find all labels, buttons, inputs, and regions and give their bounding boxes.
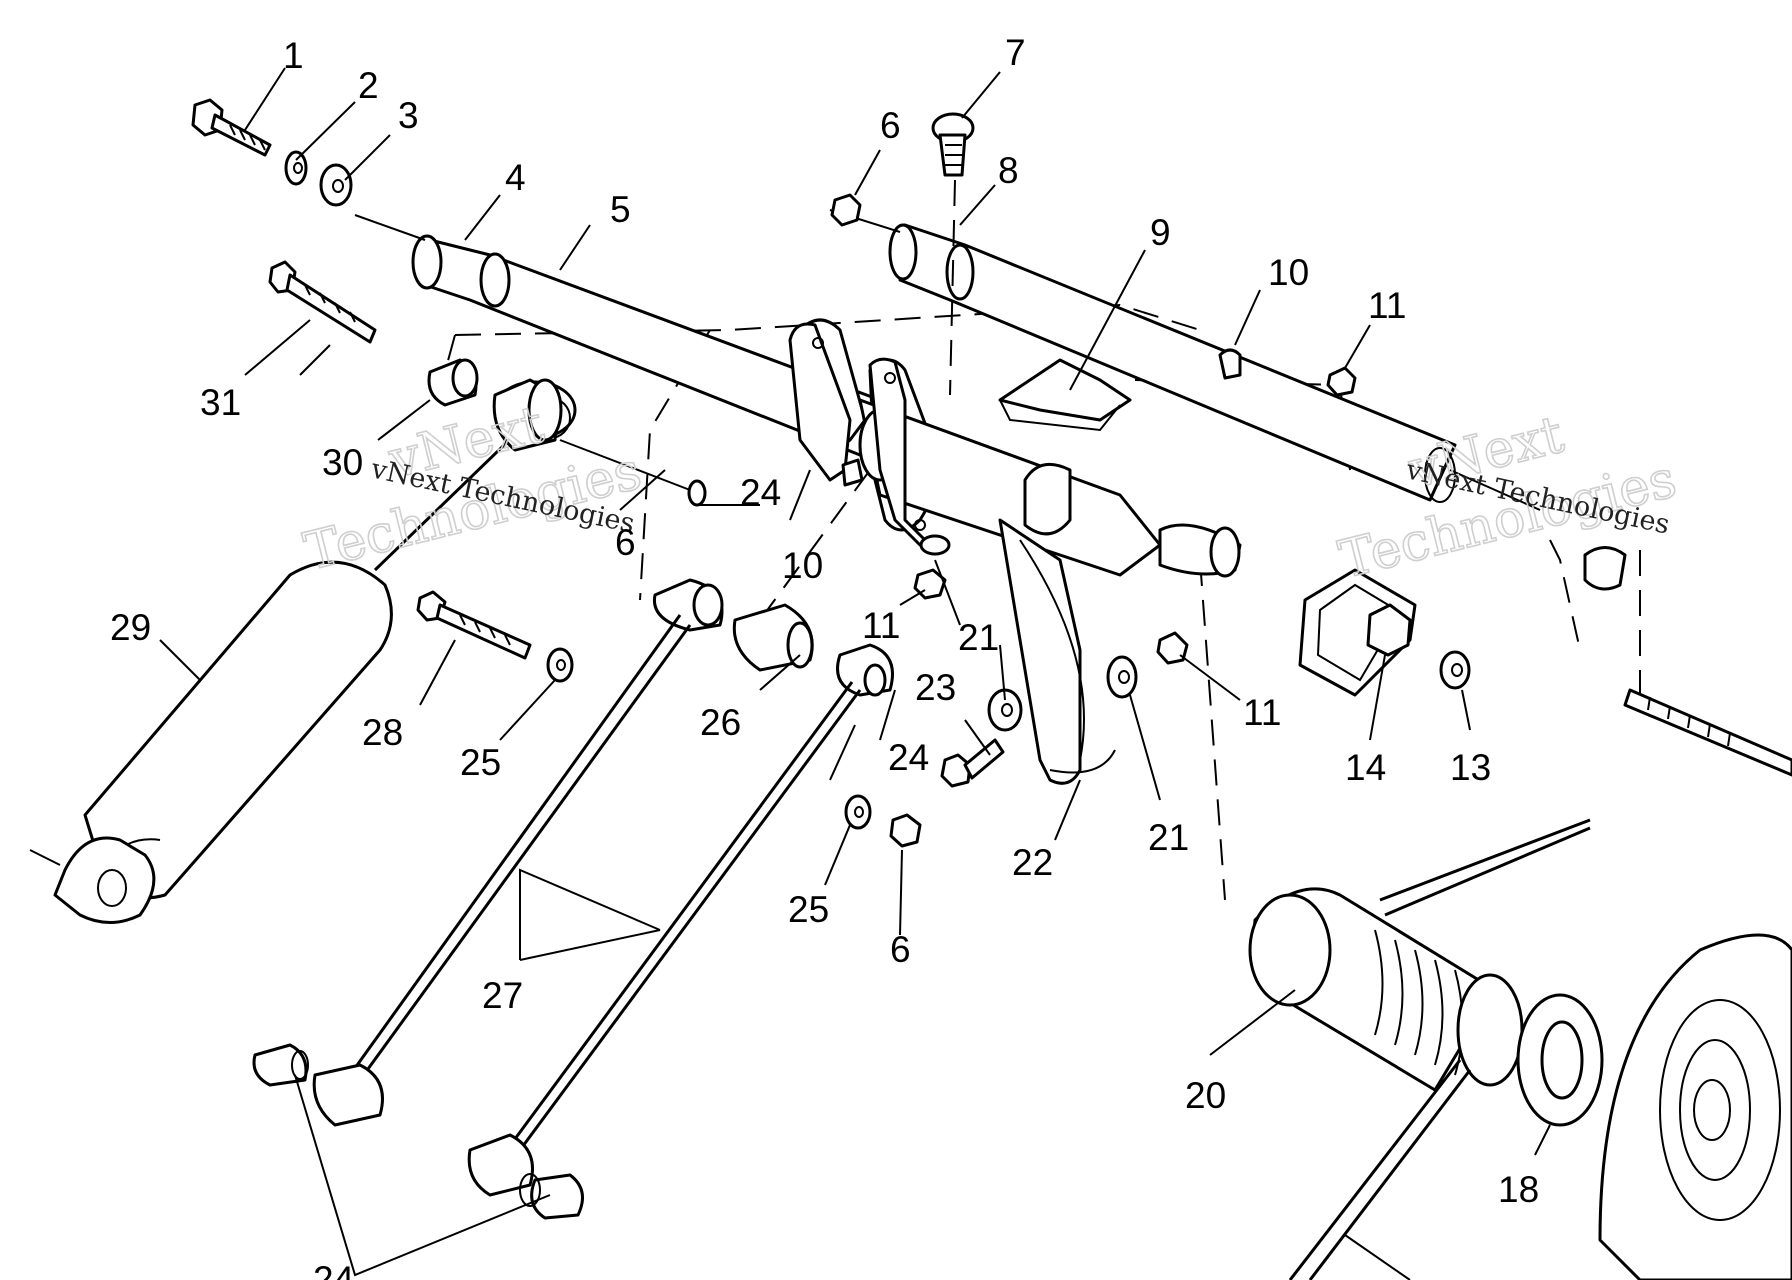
callout-21-bottom: 21 [1148, 817, 1189, 858]
callout-25-bottom: 25 [788, 889, 829, 930]
bolt-31 [268, 260, 707, 507]
bolt-1 [191, 98, 353, 207]
callout-11-front: 11 [862, 605, 900, 646]
callout-11-rear: 11 [1368, 285, 1406, 326]
callout-2: 2 [358, 65, 379, 106]
callout-29: 29 [110, 607, 151, 648]
callout-1: 1 [283, 35, 304, 76]
callout-21-top: 21 [958, 617, 999, 658]
callout-24-mid: 24 [888, 737, 929, 778]
callout-5: 5 [610, 189, 631, 230]
bolt-28 [416, 590, 574, 683]
callout-3: 3 [398, 95, 419, 136]
leader-lines [159, 67, 1551, 1280]
hardware [830, 112, 1792, 848]
callout-11-right: 11 [1243, 692, 1281, 733]
callout-28: 28 [362, 712, 403, 753]
callout-23: 23 [915, 667, 956, 708]
callout-20: 20 [1185, 1075, 1226, 1116]
callout-31: 31 [200, 382, 241, 423]
callout-8: 8 [998, 150, 1019, 191]
rear-shaft [829, 209, 1541, 511]
callout-18: 18 [1498, 1169, 1539, 1210]
callout-6-mid: 6 [615, 522, 636, 563]
callout-25-left: 25 [460, 742, 501, 783]
callout-10-rear: 10 [1268, 252, 1309, 293]
callout-10-front: 10 [782, 545, 823, 586]
callout-9: 9 [1150, 212, 1171, 253]
callout-4: 4 [505, 157, 526, 198]
callout-7: 7 [1005, 32, 1026, 73]
callout-numbers: 1 2 3 4 5 6 7 8 9 10 11 31 30 6 24 10 11… [110, 32, 1539, 1280]
spring-wheel-assembly [1248, 818, 1792, 1280]
callout-6-top: 6 [880, 105, 901, 146]
side-plates [788, 322, 932, 547]
control-rods [252, 578, 894, 1220]
callout-22: 22 [1012, 842, 1053, 883]
callout-27: 27 [482, 975, 523, 1016]
callout-6-bottom: 6 [890, 929, 911, 970]
callout-24-top: 24 [740, 472, 781, 513]
callout-13: 13 [1450, 747, 1491, 788]
callout-14: 14 [1345, 747, 1386, 788]
callout-26: 26 [700, 702, 741, 743]
callout-30: 30 [322, 442, 363, 483]
callout-24-bottom: 24 [313, 1259, 354, 1280]
